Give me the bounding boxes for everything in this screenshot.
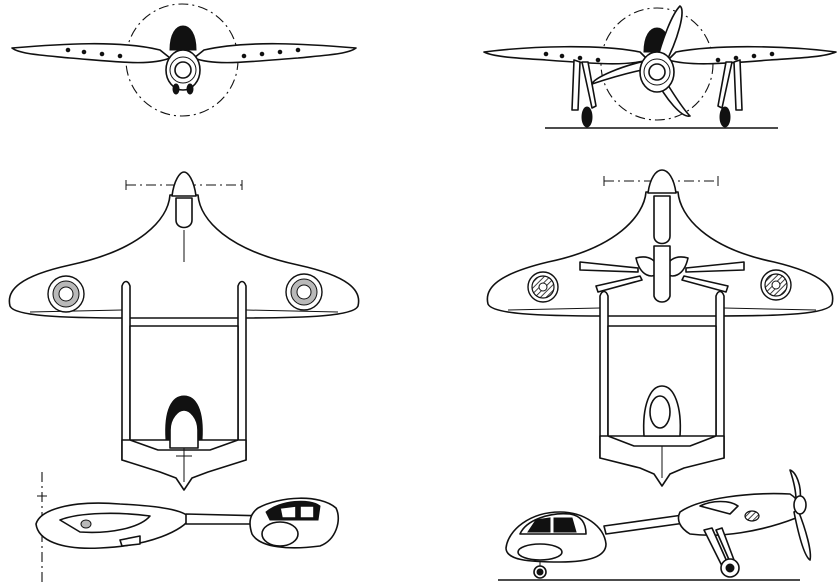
roundel-left-r <box>527 271 559 303</box>
wing-rivets-right <box>241 47 301 59</box>
tail-boom-left-r <box>599 290 609 459</box>
main-wheel-left <box>581 106 593 128</box>
aileron-left <box>29 309 123 313</box>
bottom-view <box>486 169 834 487</box>
roundel-right <box>285 273 323 311</box>
roundel-right-r <box>760 269 792 301</box>
prop-blade-down-r <box>793 509 812 561</box>
propeller-blade-top <box>655 5 683 67</box>
wing-rivets-left <box>65 47 123 59</box>
nose-inlet <box>175 197 193 229</box>
top-view <box>8 171 360 491</box>
tail-boom-right <box>237 280 247 461</box>
side-view-right <box>498 469 812 581</box>
front-view-right <box>483 5 837 129</box>
side-fuselage-r <box>677 492 801 537</box>
spinner <box>174 61 192 79</box>
side-roundel-r <box>744 510 760 522</box>
main-wheel-right <box>719 106 731 128</box>
gear-leg-left <box>579 261 639 273</box>
aileron-right <box>245 309 339 313</box>
front-view-left <box>11 3 357 117</box>
nose-cowl <box>171 171 197 197</box>
wing-rivets-r <box>543 51 775 63</box>
side-canopy-frame-r <box>527 517 551 533</box>
radiator-scoop-r <box>699 500 739 515</box>
side-roundel <box>80 519 92 529</box>
gear-leg-right <box>685 261 745 273</box>
front-wing-left <box>11 42 171 64</box>
side-view-left <box>35 472 340 584</box>
propeller-blade-left <box>591 59 653 85</box>
front-wheel-right <box>186 83 194 95</box>
landing-gear-struts <box>571 59 743 111</box>
roundel-left <box>47 275 85 313</box>
prop-blade-up-r <box>789 469 802 501</box>
canopy-black <box>169 25 197 51</box>
front-wing-right <box>193 42 357 64</box>
front-wing-left-r <box>483 45 649 65</box>
nose-cowl-r <box>647 169 677 194</box>
tail-boom-left <box>121 280 131 461</box>
spinner-side-r <box>793 495 807 515</box>
tail-boom-right-r <box>715 290 725 459</box>
spinner-r <box>648 63 666 81</box>
center-pod-bottom <box>653 245 671 303</box>
front-wheel-left <box>172 83 180 95</box>
